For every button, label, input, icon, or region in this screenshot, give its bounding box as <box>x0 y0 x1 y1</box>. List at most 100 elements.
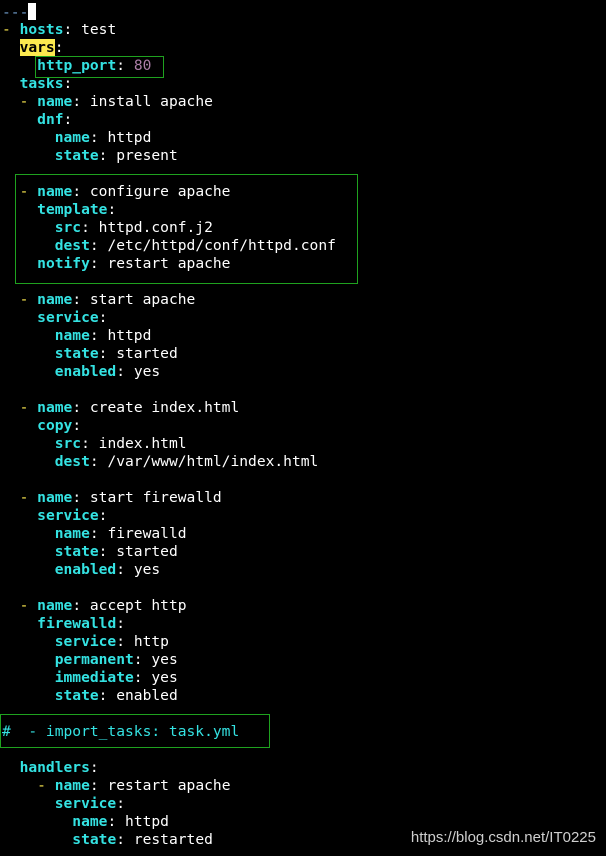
watermark: https://blog.csdn.net/IT0225 <box>410 829 596 846</box>
text-token: : <box>89 759 99 776</box>
text-token <box>2 309 37 326</box>
text-token: : <box>63 21 82 38</box>
text-token: : <box>72 489 90 506</box>
yaml-value: yes <box>133 561 161 578</box>
yaml-key: name <box>54 129 90 146</box>
yaml-key: name <box>54 525 90 542</box>
yaml-value: restart apache <box>107 255 231 272</box>
text-token: : <box>116 57 134 74</box>
text-token: : <box>98 309 108 326</box>
yaml-key-highlighted: vars <box>19 39 55 56</box>
yaml-key: hosts <box>19 21 64 38</box>
text-token <box>2 777 37 794</box>
text-token: : <box>63 75 73 92</box>
yaml-key: http_port <box>37 57 117 74</box>
text-token <box>2 597 20 614</box>
vars-line: vars: <box>2 39 64 57</box>
yaml-value: httpd <box>107 129 152 146</box>
text-token: : <box>133 651 152 668</box>
yaml-key: service <box>54 795 117 812</box>
yaml-comment: # - import_tasks: task.yml <box>2 723 240 740</box>
yaml-value: yes <box>133 363 161 380</box>
yaml-key: state <box>54 147 99 164</box>
text-token <box>2 831 72 848</box>
text-token: : <box>81 435 99 452</box>
text-token: : <box>116 615 126 632</box>
text-token: : <box>72 291 90 308</box>
text-token: : <box>72 399 90 416</box>
yaml-key: dest <box>54 453 90 470</box>
text-token: : <box>54 39 64 56</box>
text-token: : <box>72 597 90 614</box>
param-line: immediate: yes <box>2 669 178 687</box>
text-token: : <box>107 813 126 830</box>
yaml-key: name <box>37 399 73 416</box>
yaml-key: handlers <box>19 759 90 776</box>
text-token: : <box>116 363 134 380</box>
yaml-number: 80 <box>133 57 152 74</box>
yaml-key: firewalld <box>37 615 117 632</box>
tasks-line: tasks: <box>2 75 73 93</box>
param-line: name: firewalld <box>2 525 187 543</box>
text-token <box>2 93 20 110</box>
text-token: : <box>98 687 117 704</box>
task-name: install apache <box>89 93 213 110</box>
text-token <box>2 453 55 470</box>
text-token <box>2 75 20 92</box>
yaml-key: name <box>37 183 73 200</box>
yaml-key: service <box>37 507 99 524</box>
yaml-value: restarted <box>133 831 213 848</box>
text-token: : <box>81 219 99 236</box>
param-line: state: started <box>2 543 178 561</box>
yaml-key: name <box>37 489 73 506</box>
list-dash: - <box>19 399 38 416</box>
yaml-key: name <box>54 777 90 794</box>
text-token <box>2 111 37 128</box>
task-name-line: - name: create index.html <box>2 399 240 417</box>
param-line: state: present <box>2 147 178 165</box>
handlers-line: handlers: <box>2 759 99 777</box>
yaml-key: src <box>54 219 82 236</box>
yaml-key: dnf <box>37 111 64 128</box>
text-token <box>2 759 20 776</box>
doc-start-line: --- <box>2 3 37 21</box>
yaml-key: state <box>54 543 99 560</box>
yaml-key: state <box>72 831 117 848</box>
param-line: src: httpd.conf.j2 <box>2 219 213 237</box>
param-line: name: httpd <box>2 813 169 831</box>
text-token <box>2 507 37 524</box>
handler-name: restart apache <box>107 777 231 794</box>
text-token <box>2 291 20 308</box>
task-name: accept http <box>89 597 187 614</box>
text-token: : <box>107 201 117 218</box>
handler-module-line: service: <box>2 795 125 813</box>
text-token <box>2 39 20 56</box>
text-token: : <box>133 669 152 686</box>
yaml-value: yes <box>151 651 178 668</box>
text-token: : <box>89 525 108 542</box>
text-token <box>2 525 55 542</box>
yaml-key: tasks <box>19 75 64 92</box>
text-token: : <box>72 183 90 200</box>
param-line: dest: /var/www/html/index.html <box>2 453 319 471</box>
text-token: : <box>72 93 90 110</box>
param-line: state: restarted <box>2 831 213 849</box>
task-name: start apache <box>89 291 196 308</box>
yaml-key: name <box>37 93 73 110</box>
task-name-line: - name: accept http <box>2 597 187 615</box>
text-token: : <box>98 147 117 164</box>
text-token <box>2 795 55 812</box>
text-token <box>2 417 37 434</box>
list-dash: - <box>19 291 38 308</box>
list-dash: - <box>19 489 38 506</box>
yaml-key: copy <box>37 417 73 434</box>
text-token <box>2 129 55 146</box>
text-token <box>2 147 55 164</box>
text-token: : <box>116 633 134 650</box>
yaml-key: immediate <box>54 669 134 686</box>
param-line: dest: /etc/httpd/conf/httpd.conf <box>2 237 336 255</box>
text-token: : <box>89 237 108 254</box>
text-token <box>2 633 55 650</box>
yaml-key: service <box>54 633 117 650</box>
